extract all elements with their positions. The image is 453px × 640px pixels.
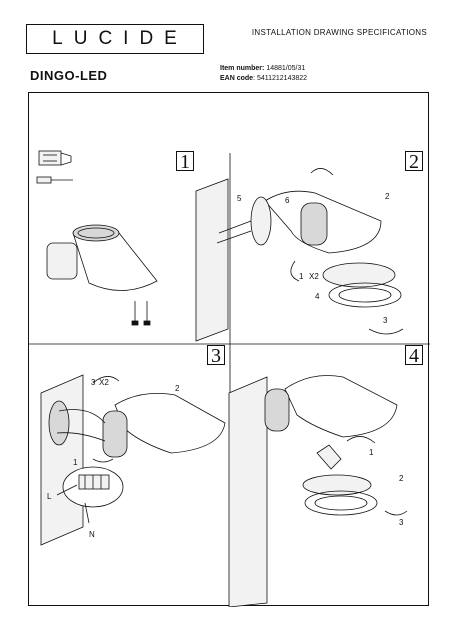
step2-wall	[195, 178, 229, 342]
installation-drawing-frame: 5 6 2 1 X2 4 3 3 X2 2 1 L N 1 2 3 1 2 3 …	[28, 92, 430, 607]
document-title: INSTALLATION DRAWING SPECIFICATIONS	[251, 28, 427, 37]
ean-value: : 5411212143822	[253, 75, 308, 82]
s2-callout-x2: X2	[309, 272, 319, 281]
step-number-1: 1	[176, 151, 194, 172]
step4-lamp-drawing	[264, 375, 398, 438]
step-number-4: 4	[405, 345, 423, 366]
s3-callout-l: L	[47, 492, 52, 501]
s2-callout-2: 2	[385, 192, 390, 201]
step4-bulb-and-rings	[302, 436, 408, 516]
s3-callout-x2: X2	[99, 378, 109, 387]
installation-drawing: 5 6 2 1 X2 4 3 3 X2 2 1 L N 1 2 3	[29, 150, 430, 607]
ean-label: EAN code	[220, 75, 254, 82]
step2-lamp-drawing	[216, 190, 382, 254]
step3-wiring-detail	[56, 376, 124, 524]
s4-callout-1: 1	[369, 448, 374, 457]
ean-line: EAN code: 5411212143822	[220, 74, 307, 84]
s2-callout-5: 5	[237, 194, 242, 203]
s4-callout-3: 3	[399, 518, 404, 527]
step4-wall	[228, 376, 268, 607]
logo-text: LUCIDE	[52, 28, 188, 49]
item-number-line: Item number: 14881/05/31	[220, 64, 307, 74]
item-number-label: Item number:	[220, 65, 265, 72]
step3-wall	[40, 374, 84, 546]
step-number-3: 3	[207, 345, 225, 366]
step1-screws	[131, 301, 151, 326]
item-number-value: 14881/05/31	[266, 65, 306, 72]
brand-logo: LUCIDE	[26, 24, 204, 54]
step1-lamp-drawing	[46, 224, 158, 291]
s2-callout-3: 3	[383, 316, 388, 325]
s2-callout-4: 4	[315, 292, 320, 301]
step3-lamp-drawing	[56, 392, 226, 458]
s3-callout-1: 1	[73, 458, 78, 467]
s4-callout-2: 2	[399, 474, 404, 483]
product-name: DINGO-LED	[30, 68, 108, 83]
s2-callout-6: 6	[285, 196, 290, 205]
step1-screwdriver-icon	[36, 176, 73, 184]
step-number-2: 2	[405, 151, 423, 172]
step1-bulb-icon	[38, 150, 72, 166]
s3-callout-3: 3	[91, 378, 96, 387]
s3-callout-n: N	[89, 530, 95, 539]
s3-callout-2: 2	[175, 384, 180, 393]
step2-rings	[290, 168, 404, 335]
s2-callout-1: 1	[299, 272, 304, 281]
product-info: Item number: 14881/05/31 EAN code: 54112…	[220, 64, 307, 84]
